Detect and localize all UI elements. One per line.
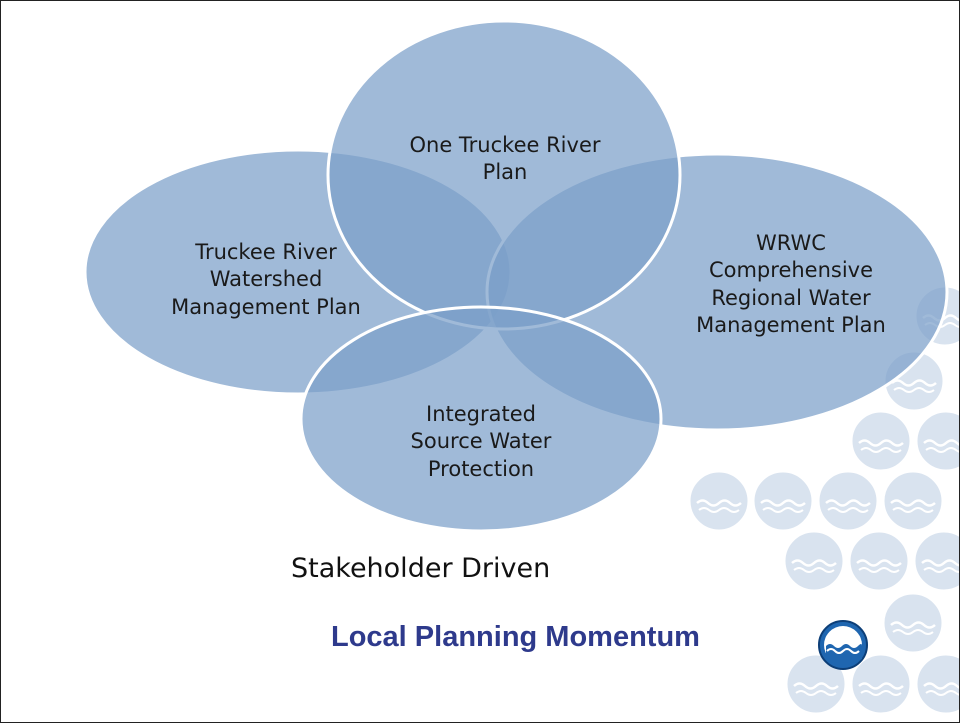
water-bubble-icon [849,409,913,473]
water-bubble-icon [687,469,751,533]
water-wave-logo-icon [818,620,868,670]
water-bubble-icon [881,469,945,533]
venn-circle-bottom [299,305,663,533]
water-bubble-icon [847,529,911,593]
bubble-pattern [687,284,959,716]
water-bubble-icon [881,591,945,655]
water-bubble-icon [849,652,913,716]
water-bubble-icon [782,529,846,593]
water-bubble-icon [914,409,959,473]
label-wrwc-plan: WRWC Comprehensive Regional Water Manage… [696,231,886,337]
water-bubble-icon [816,469,880,533]
label-one-truckee-river-plan: One Truckee River Plan [409,133,601,185]
label-integrated-source-water: Integrated Source Water Protection [410,402,552,481]
water-bubble-icon [912,529,959,593]
label-truckee-river-watershed: Truckee River Watershed Management Plan [171,240,361,319]
water-bubble-icon [784,652,848,716]
water-bubble-icon [751,469,815,533]
water-bubble-icon [914,652,959,716]
slide-title: Local Planning Momentum [331,621,700,653]
caption: Stakeholder Driven [291,553,551,584]
